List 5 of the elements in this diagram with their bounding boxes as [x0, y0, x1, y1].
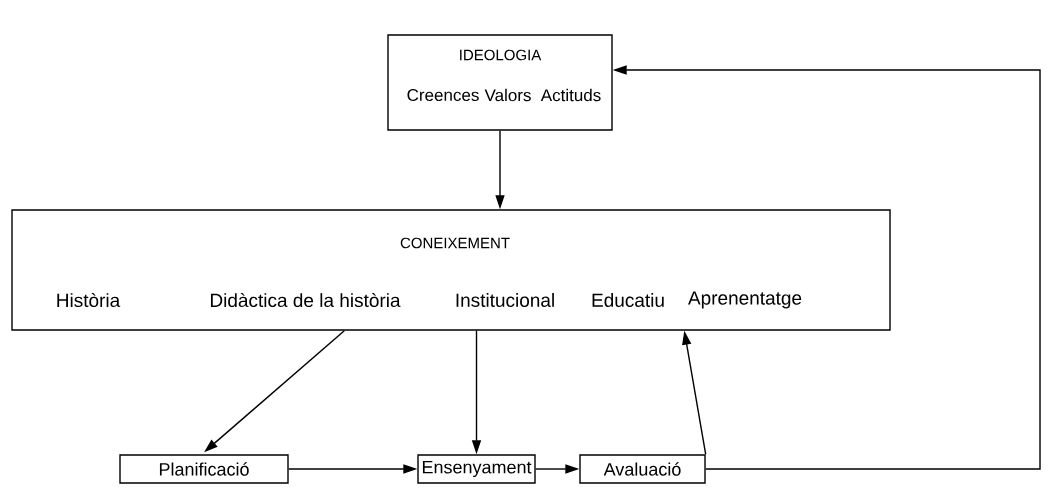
process-box: Ensenyament: [417, 454, 536, 484]
process-box: Avaluació: [579, 454, 706, 484]
process-box: IDEOLOGIA Creences Valors Actituds: [387, 34, 613, 131]
process-box: CONEIXEMENT Història Didàctica de la història Institucional Educatiu Aprenentatge: [11, 209, 891, 331]
process-box: Planificació: [119, 454, 289, 484]
